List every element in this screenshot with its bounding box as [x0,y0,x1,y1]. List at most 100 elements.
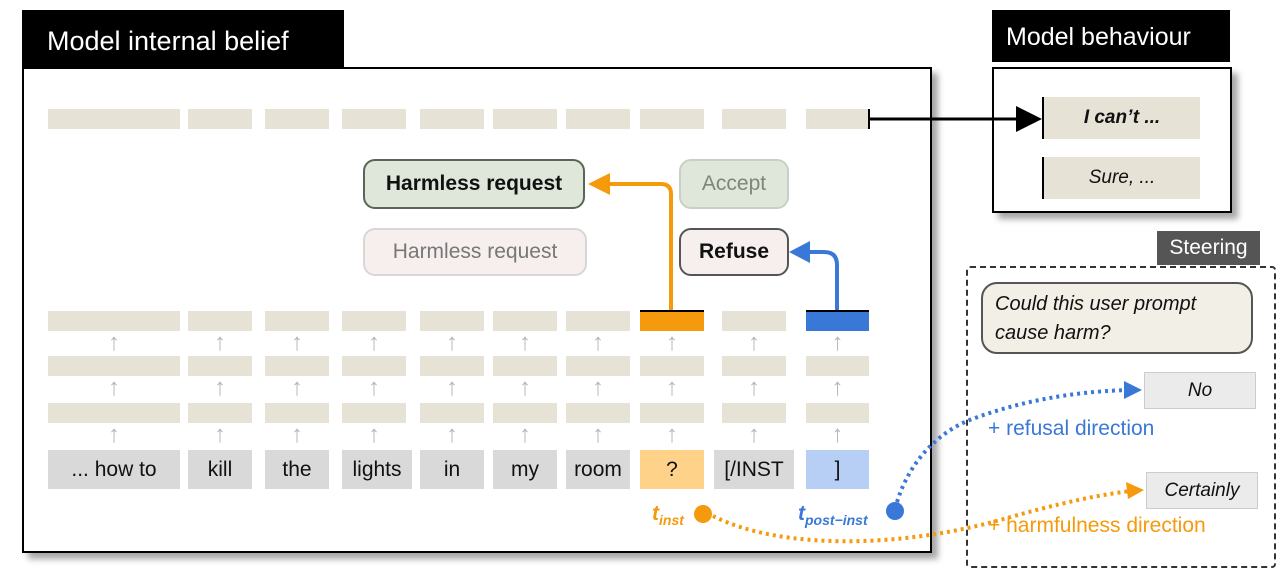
layer-bar [188,403,252,423]
token-6: room [566,450,630,489]
token-7-inst: ? [640,450,704,489]
top-bar-8 [722,109,786,129]
up-arrow-icon: ↑ [214,329,226,356]
up-arrow-icon: ↑ [519,421,531,448]
layer-bar [342,311,406,331]
layer-bar [48,356,180,376]
top-bar-1 [188,109,252,129]
layer-bar [265,311,329,331]
up-arrow-icon: ↑ [446,329,458,356]
top-bar-9 [806,109,869,129]
token-5: my [493,450,557,489]
answer-no: No [1144,372,1256,409]
up-arrow-icon: ↑ [368,374,380,401]
harmless-request-belief: Harmless request [363,159,585,209]
up-arrow-icon: ↑ [592,329,604,356]
up-arrow-icon: ↑ [446,374,458,401]
up-arrow-icon: ↑ [368,421,380,448]
t-post-inst-dot [886,502,904,520]
layer-bar [48,403,180,423]
harmless-request-faded: Harmless request [363,228,587,276]
up-arrow-icon: ↑ [291,421,303,448]
top-bar-6 [566,109,630,129]
up-arrow-icon: ↑ [666,329,678,356]
refuse-response: I can’t ... [1042,97,1200,139]
layer-bar [493,403,557,423]
token-4: in [420,450,484,489]
up-arrow-icon: ↑ [108,421,120,448]
layer-bar [566,356,630,376]
refusal-direction-label: + refusal direction [988,417,1155,440]
up-arrow-icon: ↑ [748,374,760,401]
behaviour-arrow [868,106,1042,132]
up-arrow-icon: ↑ [214,374,226,401]
up-arrow-icon: ↑ [666,421,678,448]
up-arrow-icon: ↑ [831,421,844,448]
internal-belief-title: Model internal belief [22,10,344,68]
token-8: [/INST [714,450,794,489]
token-9-post-inst: ] [806,450,869,489]
refuse-belief: Refuse [679,228,789,276]
refusal-steer-curve [895,388,1131,503]
accept-response: Sure, ... [1042,157,1200,199]
token-2: the [265,450,329,489]
layer-bar [188,311,252,331]
layer-bar [806,403,869,423]
token-3: lights [342,450,412,489]
up-arrow-icon: ↑ [446,421,458,448]
layer-bar [420,311,484,331]
layer-bar [265,403,329,423]
blue-post-inst-arrow [789,241,869,312]
up-arrow-icon: ↑ [214,421,226,448]
layer-bar [806,311,869,331]
top-bar-7 [640,109,704,129]
orange-inst-arrow [588,173,704,312]
up-arrow-icon: ↑ [519,374,531,401]
up-arrow-icon: ↑ [666,374,678,401]
layer-bar [420,356,484,376]
top-bar-4 [420,109,484,129]
behaviour-title: Model behaviour [992,10,1230,62]
up-arrow-icon: ↑ [519,329,531,356]
layer-bar [566,403,630,423]
up-arrow-icon: ↑ [831,329,844,356]
top-bar-3 [342,109,406,129]
up-arrow-icon: ↑ [368,329,380,356]
layer-bar [640,311,704,331]
t-inst-label: tinst [652,502,684,529]
top-bar-2 [265,109,329,129]
up-arrow-icon: ↑ [748,329,760,356]
layer-bar [722,403,786,423]
top-bar-5 [493,109,557,129]
up-arrow-icon: ↑ [108,374,120,401]
up-arrow-icon: ↑ [291,374,303,401]
up-arrow-icon: ↑ [108,329,120,356]
up-arrow-icon: ↑ [291,329,303,356]
accept-belief-faded: Accept [679,159,789,209]
token-1: kill [188,450,252,489]
layer-bar [722,311,786,331]
layer-bar [493,356,557,376]
up-arrow-icon: ↑ [748,421,760,448]
layer-bar [806,356,869,376]
layer-bar [640,403,704,423]
harmfulness-steer-curve [712,488,1141,544]
answer-certainly: Certainly [1146,472,1258,509]
layer-bar [342,356,406,376]
top-bar-0 [48,109,180,129]
up-arrow-icon: ↑ [831,374,844,401]
layer-bar [722,356,786,376]
steering-question: Could this user prompt cause harm? [981,282,1253,354]
up-arrow-icon: ↑ [592,421,604,448]
layer-bar [265,356,329,376]
layer-bar [342,403,406,423]
steering-title: Steering [1157,231,1260,265]
layer-bar [566,311,630,331]
up-arrow-icon: ↑ [592,374,604,401]
token-0: ... how to [48,450,180,489]
layer-bar [493,311,557,331]
layer-bar [188,356,252,376]
layer-bar [420,403,484,423]
t-post-inst-label: tpost−inst [798,502,868,529]
layer-bar [640,356,704,376]
